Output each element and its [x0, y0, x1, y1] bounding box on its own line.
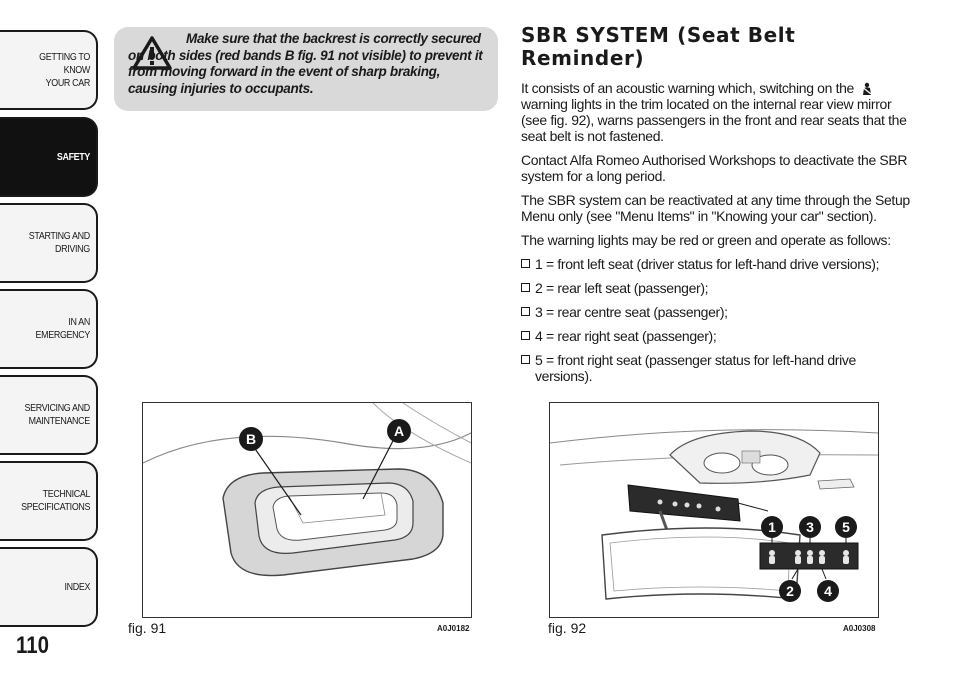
marker-a: A [387, 419, 411, 443]
warning-text-tail: causing injuries to occupants. [128, 80, 314, 96]
paragraph-deactivate: Contact Alfa Romeo Authorised Workshops … [521, 152, 908, 184]
marker-b: B [239, 427, 263, 451]
section-title: SBR SYSTEM (Seat Belt Reminder) [521, 23, 796, 70]
figure-91-caption: fig. 91 [128, 620, 167, 636]
figure-91: B A [142, 402, 472, 618]
list-item: 2 = rear left seat (passenger); [521, 280, 911, 296]
list-item: 3 = rear centre seat (passenger); [521, 304, 911, 320]
marker-4: 4 [817, 580, 839, 602]
seat-belt-icon [862, 82, 871, 95]
marker-2: 2 [779, 580, 801, 602]
figure-92: 1 3 5 2 4 [549, 402, 879, 618]
tab-safety[interactable]: SAFETY [0, 117, 98, 197]
backrest-illustration: B A [143, 403, 471, 577]
warning-text: Make sure that the backrest is correctly… [128, 31, 490, 97]
paragraph-sbr-description: It consists of an acoustic warning which… [521, 80, 907, 144]
marker-3: 3 [799, 516, 821, 538]
tab-in-an-emergency[interactable]: IN AN EMERGENCY [0, 289, 98, 369]
bullet-box-icon [521, 307, 530, 316]
svg-text:A: A [394, 423, 404, 439]
svg-text:B: B [246, 431, 256, 447]
figure-92-code: A0J0308 [843, 624, 876, 633]
tab-servicing-and-maintenance[interactable]: SERVICING AND MAINTENANCE [0, 375, 98, 455]
tab-getting-to-know-your-car[interactable]: GETTING TO KNOW YOUR CAR [0, 30, 98, 110]
rear-view-mirror-illustration: 1 3 5 2 4 [550, 429, 878, 602]
bullet-box-icon [521, 259, 530, 268]
marker-5: 5 [835, 516, 857, 538]
svg-text:4: 4 [824, 583, 832, 599]
svg-text:2: 2 [786, 583, 794, 599]
list-item: 4 = rear right seat (passenger); [521, 328, 911, 344]
figure-91-code: A0J0182 [437, 624, 470, 633]
marker-1: 1 [761, 516, 783, 538]
warning-triangle-icon [132, 36, 172, 70]
warning-box: Make sure that the backrest is correctly… [114, 27, 498, 111]
svg-text:5: 5 [842, 519, 850, 535]
svg-text:3: 3 [806, 519, 814, 535]
tab-index[interactable]: INDEX [0, 547, 98, 627]
paragraph-reactivate: The SBR system can be reactivated at any… [521, 192, 910, 224]
page-number: 110 [16, 632, 49, 659]
tab-technical-specifications[interactable]: TECHNICAL SPECIFICATIONS [0, 461, 98, 541]
figure-92-caption: fig. 92 [548, 620, 587, 636]
seat-list: 1 = front left seat (driver status for l… [521, 256, 911, 384]
svg-text:1: 1 [768, 519, 776, 535]
paragraph-warning-lights: The warning lights may be red or green a… [521, 232, 891, 248]
tab-starting-and-driving[interactable]: STARTING AND DRIVING [0, 203, 98, 283]
list-item: 1 = front left seat (driver status for l… [521, 256, 911, 272]
section-body: It consists of an acoustic warning which… [521, 80, 911, 392]
bullet-box-icon [521, 331, 530, 340]
bullet-box-icon [521, 355, 530, 364]
bullet-box-icon [521, 283, 530, 292]
list-item: 5 = front right seat (passenger status f… [521, 352, 911, 384]
